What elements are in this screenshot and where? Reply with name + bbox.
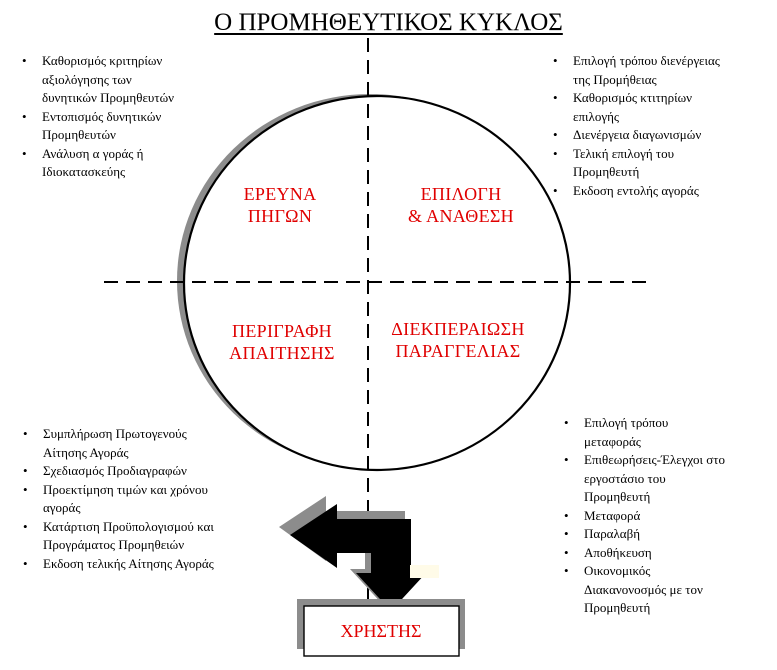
- user-box: [303, 605, 460, 657]
- user-arrow: [290, 504, 426, 611]
- quadrant-research-sources: ΕΡΕΥΝΑ ΠΗΓΩΝ: [243, 184, 317, 226]
- list-item: Αποθήκευση: [560, 544, 775, 563]
- list-item: Μεταφορά: [560, 507, 775, 526]
- list-item: Εκδοση τελικής Αίτησης Αγοράς: [19, 555, 289, 574]
- pale-block: [410, 565, 439, 578]
- list-item: Κατάρτιση Προϋπολογισμού καιΠρογράματος …: [19, 518, 289, 555]
- user-box-label: ΧΡΗΣΤΗΣ: [340, 621, 422, 641]
- list-item: Σχεδιασμός Προδιαγραφών: [19, 462, 289, 481]
- list-item: Διενέργεια διαγωνισμών: [549, 126, 774, 145]
- quadrant-selection-assignment: ΕΠΙΛΟΓΗ & ΑΝΑΘΕΣΗ: [408, 184, 514, 226]
- page-title: Ο ΠΡΟΜΗΘΕΥΤΙΚΟΣ ΚΥΚΛΟΣ: [214, 9, 563, 36]
- quadrant-requirement-description: ΠΕΡΙΓΡΑΦΗ ΑΠΑΙΤΗΣΗΣ: [229, 321, 335, 363]
- quadrant-order-processing: ΔΙΕΚΠΕΡΑΙΩΣΗ ΠΑΡΑΓΓΕΛΙΑΣ: [391, 319, 525, 361]
- list-item: Παραλαβή: [560, 525, 775, 544]
- list-item: Εκδοση εντολής αγοράς: [549, 182, 774, 201]
